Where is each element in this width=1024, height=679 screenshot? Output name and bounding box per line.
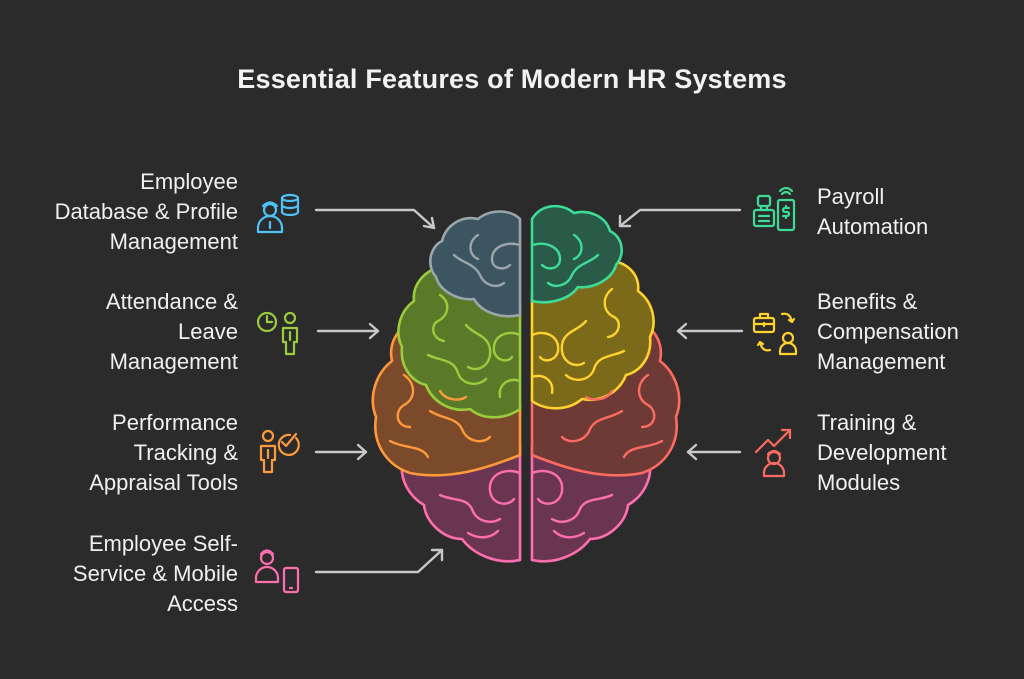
growth-person-icon — [754, 428, 792, 478]
employee-database-icon — [256, 193, 300, 234]
arrow-benefits — [676, 322, 744, 340]
feature-label-self-service: Employee Self- Service & Mobile Access — [72, 531, 238, 616]
feature-label-training: Training & Development Modules — [817, 410, 947, 495]
arrow-employee-database — [314, 208, 436, 230]
feature-label-benefits: Benefits & Compensation Management — [817, 289, 959, 374]
feature-label-employee-database: Employee Database & Profile Management — [54, 169, 238, 254]
clock-person-icon — [256, 311, 299, 356]
arrow-payroll — [618, 208, 742, 228]
feature-label-attendance: Attendance & Leave Management — [105, 289, 238, 374]
page-title: Essential Features of Modern HR Systems — [237, 64, 787, 94]
payroll-phone-icon — [752, 186, 796, 232]
arrow-training — [686, 443, 742, 461]
briefcase-person-icon — [752, 312, 798, 356]
person-mobile-icon — [254, 549, 300, 594]
arrow-self-service — [314, 548, 444, 574]
brain-left-top-lobe — [429, 210, 522, 318]
brain-illustration — [371, 205, 681, 563]
person-checkmark-icon — [259, 429, 300, 474]
feature-label-performance: Performance Tracking & Appraisal Tools — [89, 410, 238, 495]
arrow-attendance — [316, 322, 380, 340]
feature-label-payroll: Payroll Automation — [817, 184, 929, 239]
brain-right-top-lobe — [530, 205, 623, 304]
arrow-performance — [314, 443, 368, 461]
